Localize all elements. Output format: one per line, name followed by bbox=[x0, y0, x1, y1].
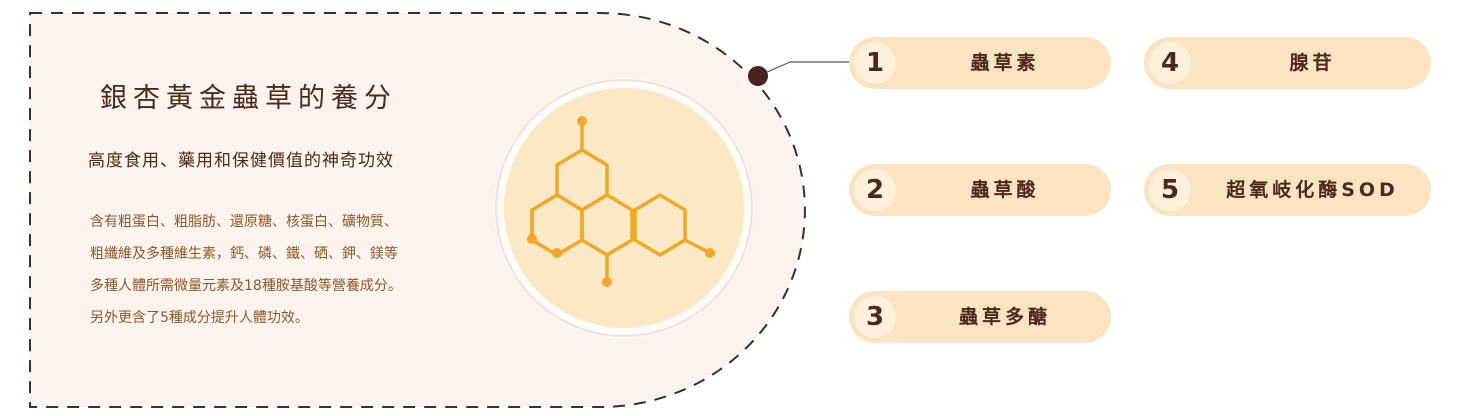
connector-dot bbox=[748, 66, 768, 86]
nutrient-label: 腺苷 bbox=[1289, 52, 1336, 74]
nutrient-label: 蟲草多醣 bbox=[958, 306, 1051, 328]
nutrient-number: 1 bbox=[854, 42, 896, 84]
nutrient-label: 蟲草素 bbox=[970, 52, 1040, 74]
nutrient-label: 蟲草酸 bbox=[970, 179, 1040, 201]
panel-description: 含有粗蛋白、粗脂肪、還原糖、核蛋白、礦物質、 粗纖維及多種維生素，鈣、磷、鐵、硒… bbox=[90, 206, 450, 334]
nutrient-pill-1: 1 蟲草素 bbox=[849, 37, 1111, 89]
nutrient-pill-4: 4 腺苷 bbox=[1144, 37, 1431, 89]
description-line: 另外更含了5種成分提升人體功效。 bbox=[90, 310, 309, 326]
nutrient-pill-2: 2 蟲草酸 bbox=[849, 164, 1111, 216]
nutrient-pill-3: 3 蟲草多醣 bbox=[849, 291, 1111, 343]
molecule-nodes bbox=[527, 116, 715, 287]
nutrient-number: 3 bbox=[854, 296, 896, 338]
description-line: 粗纖維及多種維生素，鈣、磷、鐵、硒、鉀、鎂等 bbox=[90, 246, 398, 262]
molecule-ring bbox=[495, 79, 753, 337]
nutrient-number: 2 bbox=[854, 169, 896, 211]
panel-subtitle: 高度食用、藥用和保健價值的神奇功效 bbox=[88, 151, 394, 171]
nutrient-label: 超氧岐化酶SOD bbox=[1226, 179, 1399, 201]
description-line: 多種人體所需微量元素及18種胺基酸等營養成分。 bbox=[90, 278, 402, 294]
molecule-circle bbox=[504, 88, 744, 328]
description-line: 含有粗蛋白、粗脂肪、還原糖、核蛋白、礦物質、 bbox=[90, 214, 398, 230]
panel-title: 銀杏黃金蟲草的養分 bbox=[100, 83, 397, 114]
nutrient-number: 4 bbox=[1149, 42, 1191, 84]
nutrient-number: 5 bbox=[1149, 169, 1191, 211]
nutrient-pill-5: 5 超氧岐化酶SOD bbox=[1144, 164, 1431, 216]
